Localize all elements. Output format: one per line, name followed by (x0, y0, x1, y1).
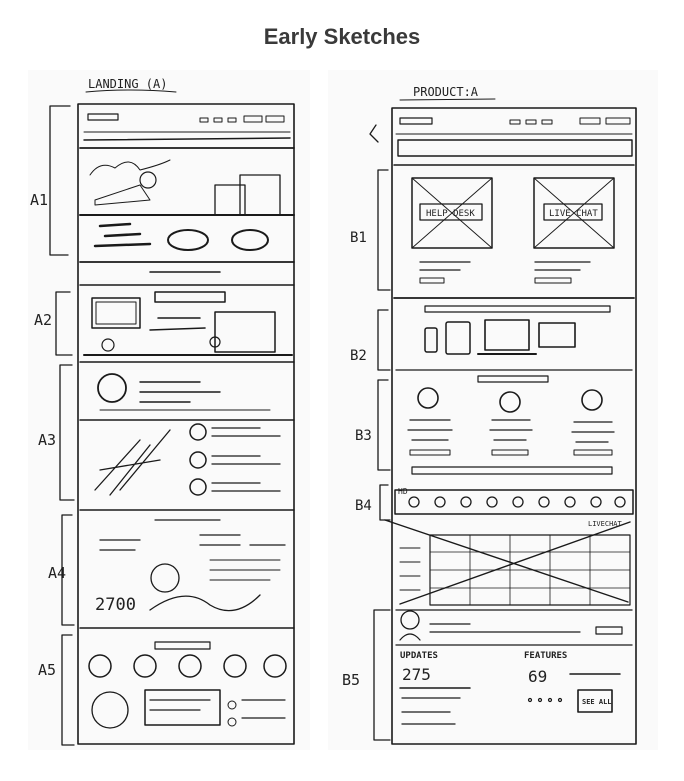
a3-content-sketch (79, 361, 295, 496)
live-chat-tag: LIVECHAT (588, 520, 623, 528)
features-label: FEATURES (524, 651, 567, 661)
label-a4: A4 (48, 564, 66, 582)
product-frame (391, 107, 637, 745)
left-section-brackets (49, 105, 75, 746)
label-a2: A2 (34, 311, 52, 329)
label-a5: A5 (38, 661, 56, 679)
updates-label: UPDATES (400, 651, 438, 661)
right-section-brackets (369, 124, 391, 741)
label-b4: B4 (355, 498, 372, 514)
a4-content-sketch: 2700 (79, 509, 295, 629)
b2-devices-sketch (395, 305, 633, 383)
help-desk-label: HELP DESK (426, 209, 475, 219)
label-b1: B1 (350, 230, 367, 246)
b3-profiles-sketch (407, 387, 615, 475)
a5-content-sketch (88, 641, 287, 729)
a4-stat-number: 2700 (95, 595, 136, 615)
features-value: 69 (528, 667, 547, 686)
landing-heading: LANDING (A) (88, 77, 167, 91)
label-b3: B3 (355, 428, 372, 444)
product-nav (395, 117, 633, 157)
label-a3: A3 (38, 431, 56, 449)
live-chat-label: LIVE CHAT (549, 209, 598, 219)
a1-hero-sketch (79, 147, 295, 273)
b4-marker: HD (398, 487, 408, 496)
label-b5: B5 (342, 671, 360, 689)
crossed-out-table-sketch: LIVECHAT (384, 519, 631, 606)
b5-stats-sketch: UPDATES 275 FEATURES 69 SEE ALL (395, 609, 633, 725)
landing-nav (83, 113, 291, 141)
label-b2: B2 (350, 348, 367, 364)
a2-content-sketch (79, 284, 295, 356)
page-title: Early Sketches (263, 24, 421, 49)
right-sketch-sheet (328, 70, 658, 750)
b4-strip-sketch: HD (394, 487, 634, 515)
updates-value: 275 (402, 665, 431, 684)
landing-frame (77, 103, 295, 745)
see-all-label: SEE ALL (582, 698, 612, 706)
product-heading: PRODUCT:A (413, 85, 479, 99)
label-a1: A1 (30, 191, 48, 209)
b1-feature-boxes: HELP DESK LIVE CHAT (393, 164, 635, 299)
